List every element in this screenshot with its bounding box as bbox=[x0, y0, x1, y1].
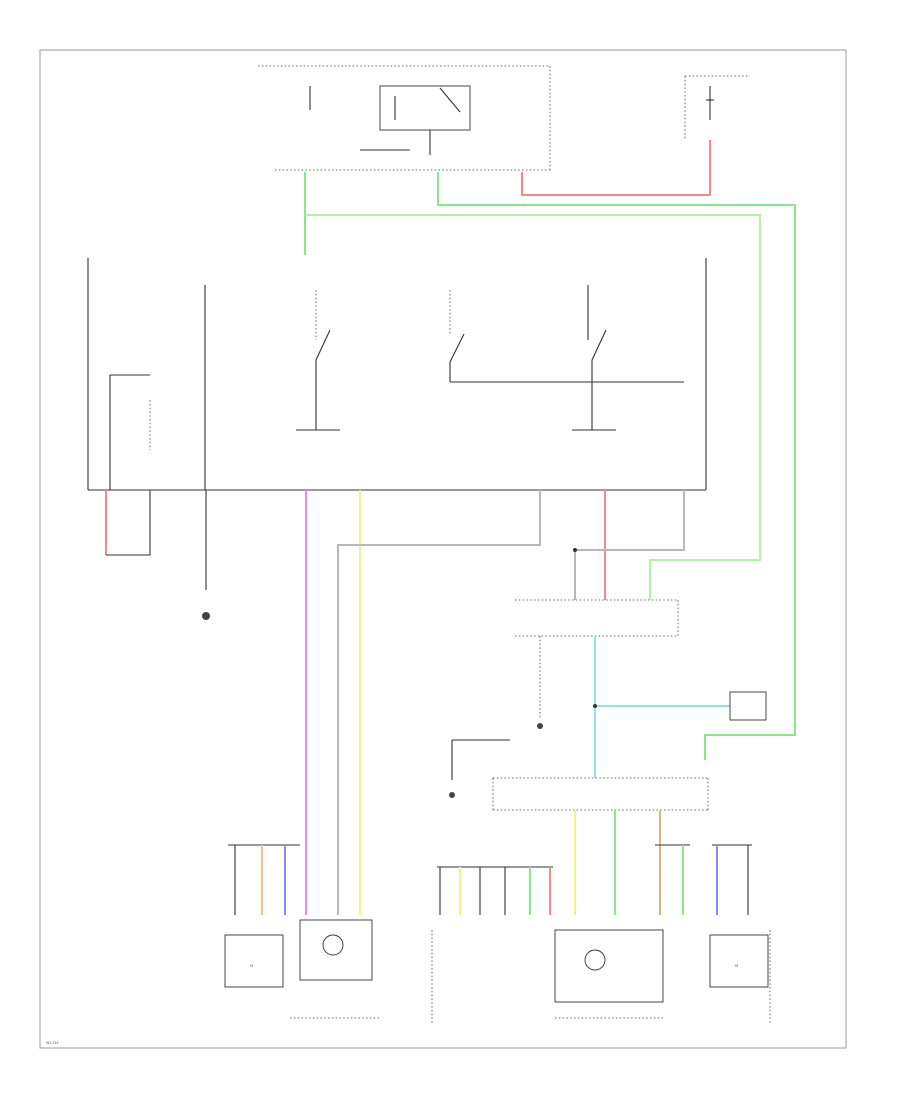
diagram-footer-id: W1234 bbox=[46, 1041, 59, 1045]
motor-icon bbox=[584, 949, 606, 971]
ground-icon bbox=[537, 723, 543, 729]
switch-output-wires bbox=[105, 490, 685, 915]
motor-icon: M bbox=[250, 964, 253, 968]
wire-gray-driver bbox=[337, 490, 541, 915]
power-window-relay-unit bbox=[515, 599, 767, 778]
rear-right-window-motor: M bbox=[655, 844, 771, 1025]
power-window-master-switch bbox=[87, 258, 707, 491]
switch-contact-icon bbox=[315, 329, 331, 361]
splice-icon bbox=[593, 704, 597, 708]
motor-icon: M bbox=[735, 964, 738, 968]
control-module-box bbox=[729, 691, 767, 721]
switch-contact-icon bbox=[591, 329, 607, 361]
wire-red-feed bbox=[521, 140, 711, 196]
switch-contact-icon bbox=[449, 333, 465, 363]
underhood-fuse-relay-box bbox=[258, 65, 551, 171]
rear-left-window-motor: M bbox=[224, 844, 300, 988]
passenger-window-motor bbox=[554, 929, 665, 1019]
passenger-window-control-unit bbox=[449, 739, 709, 915]
driver-window-motor bbox=[290, 919, 380, 1019]
wire-gray-relay bbox=[574, 490, 685, 600]
splice-icon bbox=[573, 548, 577, 552]
dashboard-fuse-box bbox=[684, 75, 750, 140]
ground-icon bbox=[449, 792, 455, 798]
ground-icon bbox=[202, 612, 210, 620]
wire-green-long bbox=[437, 172, 796, 760]
motor-icon bbox=[322, 934, 344, 956]
relay-icon bbox=[379, 85, 471, 131]
diagram-frame bbox=[39, 49, 847, 1049]
top-feed-wires bbox=[304, 140, 796, 760]
wire-lightgreen-branch bbox=[305, 214, 761, 600]
front-passenger-connector-row bbox=[431, 866, 553, 1025]
